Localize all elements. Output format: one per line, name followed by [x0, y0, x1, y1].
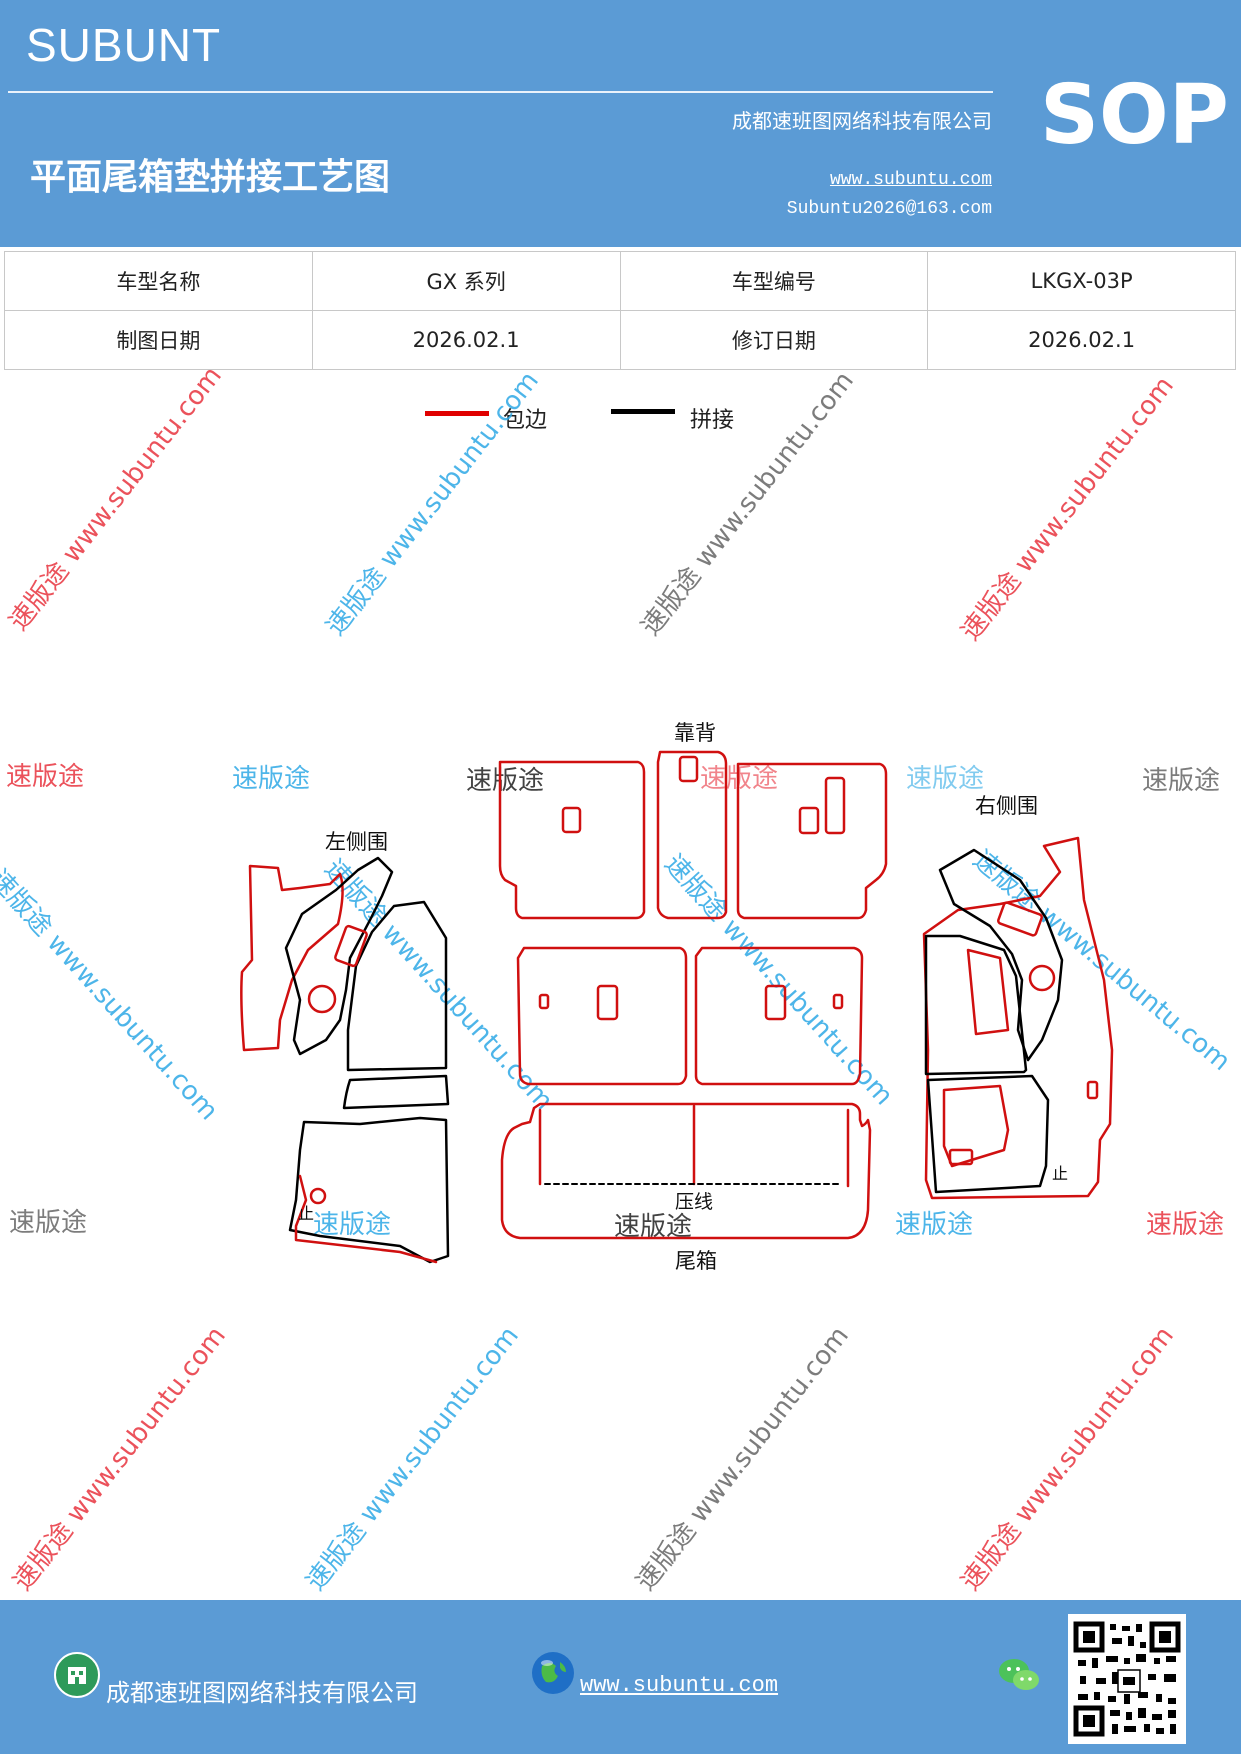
right-wall-seam-c: [926, 1074, 1050, 1194]
press-line-label: 压线: [675, 1191, 714, 1213]
footer-banner: 成都速班图网络科技有限公司 www.subuntu.com: [0, 1600, 1241, 1754]
model-name-label: 车型名称: [4, 251, 313, 311]
footer-website[interactable]: www.subuntu.com: [580, 1673, 779, 1698]
backrest-panel-right-slot: [824, 776, 846, 835]
mid-panel-right-hole-b: [832, 993, 844, 1010]
mid-panel-right: [694, 946, 864, 1086]
right-wall-seam-a: [938, 848, 1064, 1062]
right-wall-slot: [997, 901, 1043, 937]
building-icon: [54, 1652, 100, 1698]
backrest-panel-center: [656, 750, 728, 920]
mid-panel-left: [516, 946, 688, 1086]
qr-code-icon: [1073, 1621, 1181, 1737]
revision-date-value: 2026.02.1: [927, 310, 1236, 370]
legend-seam-label: 拼接: [690, 408, 735, 433]
right-wall-panel-b: [942, 1084, 1010, 1168]
trunk-label: 尾箱: [675, 1249, 717, 1273]
mid-panel-left-hole-b: [596, 984, 619, 1021]
watermark: 速版途: [1142, 766, 1221, 796]
watermark: 速版途: [9, 1208, 88, 1238]
backrest-panel-right: [736, 762, 888, 920]
sop-badge: SOP: [1040, 68, 1229, 163]
backrest-panel-left-hole: [561, 806, 582, 834]
wechat-icon[interactable]: [996, 1654, 1042, 1696]
info-table: 车型名称 GX 系列 车型编号 LKGX-03P 制图日期 2026.02.1 …: [4, 251, 1236, 370]
right-wall-hole: [1028, 964, 1056, 992]
right-wall-small-hole: [1086, 1080, 1099, 1100]
watermark: 速版途: [1146, 1210, 1225, 1240]
mid-panel-right-hole-a: [764, 984, 787, 1021]
model-name-value: GX 系列: [311, 251, 621, 311]
draw-date-label: 制图日期: [4, 310, 313, 370]
left-wall-lower-edge: [294, 1174, 438, 1264]
revision-date-label: 修订日期: [619, 310, 929, 370]
model-code-label: 车型编号: [619, 251, 929, 311]
left-side-label: 左侧围: [325, 830, 388, 854]
left-wall-strip: [342, 1074, 450, 1110]
legend-edge-label: 包边: [503, 408, 548, 433]
left-wall-hole: [307, 984, 337, 1014]
website-link[interactable]: www.subuntu.com: [829, 170, 992, 190]
backrest-panel-left: [498, 760, 646, 920]
left-wall-small-hole: [309, 1187, 327, 1205]
header-banner: SUBUNT 平面尾箱垫拼接工艺图 成都速班图网络科技有限公司 www.subu…: [0, 0, 1241, 247]
backrest-panel-center-hole: [678, 755, 699, 783]
footer-company: 成都速班图网络科技有限公司: [106, 1679, 418, 1707]
globe-icon: [532, 1652, 574, 1694]
right-wall-small-slot: [948, 1148, 974, 1166]
left-wall-seam-b: [346, 900, 448, 1072]
mid-panel-left-hole-a: [538, 993, 550, 1010]
left-wall-lower: [288, 1116, 450, 1264]
company-name: 成都速班图网络科技有限公司: [732, 109, 992, 133]
left-wall-slot: [334, 924, 368, 968]
email-address: Subuntu2026@163.com: [786, 199, 992, 219]
watermark: 速版途: [232, 764, 311, 794]
watermark: 速版途: [6, 762, 85, 792]
left-wall-seam-a: [284, 856, 394, 1056]
draw-date-value: 2026.02.1: [311, 310, 621, 370]
stop-label-right: 止: [1052, 1164, 1069, 1183]
right-side-label: 右侧围: [975, 794, 1038, 818]
stop-label-left: 止: [298, 1204, 315, 1223]
right-wall-panel-a: [966, 948, 1010, 1036]
watermark: 速版途: [895, 1210, 974, 1240]
legend-seam-swatch: [611, 409, 675, 414]
right-wall-seam-b: [924, 934, 1028, 1076]
backrest-label: 靠背: [674, 721, 716, 745]
qr-code[interactable]: [1068, 1614, 1186, 1744]
backrest-panel-right-hole: [798, 806, 820, 835]
watermark: 速版途: [906, 764, 985, 794]
table-row: 制图日期 2026.02.1 修订日期 2026.02.1: [4, 310, 1236, 370]
page-title: 平面尾箱垫拼接工艺图: [30, 156, 391, 198]
table-row: 车型名称 GX 系列 车型编号 LKGX-03P: [4, 251, 1236, 311]
watermark: 速版途: [466, 766, 545, 796]
brand-name: SUBUNT: [26, 19, 222, 71]
legend: 包边 拼接: [0, 400, 1241, 440]
legend-edge-swatch: [425, 411, 489, 416]
trunk-floor-panel: [500, 1102, 872, 1240]
model-code-value: LKGX-03P: [927, 251, 1236, 311]
watermark: 速版途: [313, 1210, 392, 1240]
header-divider: [8, 91, 993, 93]
left-wall-outer: [240, 864, 344, 1052]
